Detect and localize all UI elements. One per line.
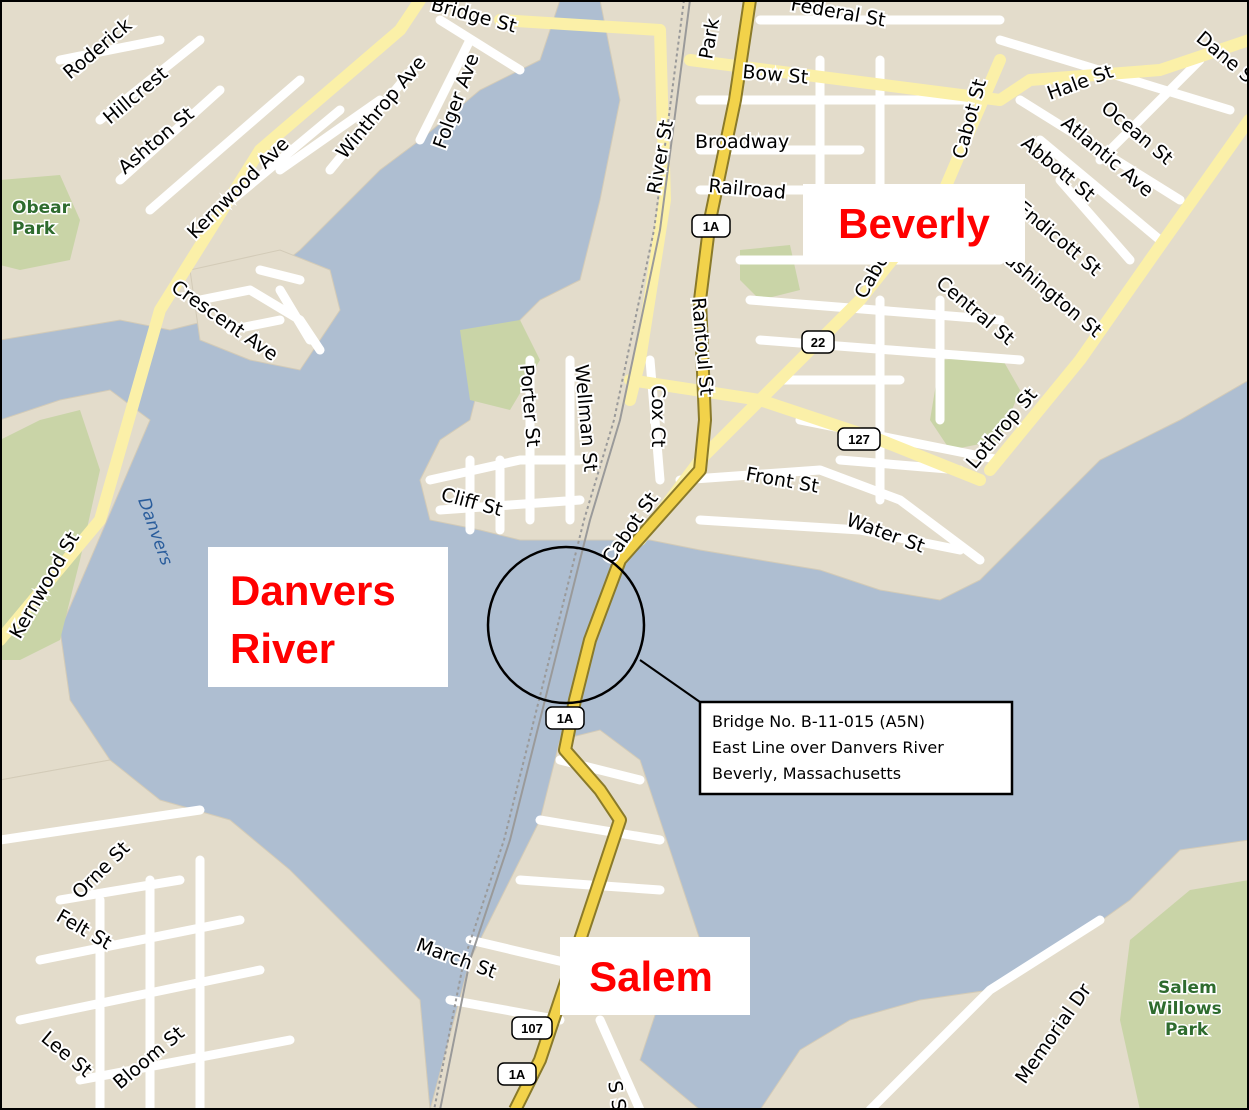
- callout-line: East Line over Danvers River: [712, 738, 944, 757]
- svg-text:107: 107: [521, 1021, 543, 1036]
- callout-line: Bridge No. B-11-015 (A5N): [712, 712, 925, 731]
- park-labels: Obear Park Salem Willows Park: [11, 197, 1224, 1042]
- shield-107: 107: [511, 1016, 553, 1040]
- railroad: [433, 0, 691, 1110]
- route-shields: 1A 22 127 1A 107 1A: [497, 214, 881, 1086]
- svg-text:127: 127: [848, 432, 870, 447]
- shield-1a-south: 1A: [497, 1062, 537, 1086]
- svg-text:1A: 1A: [557, 711, 574, 726]
- street-label: Broadway: [695, 131, 789, 153]
- svg-text:Beverly: Beverly: [838, 200, 990, 247]
- place-label-danvers-river: Danvers River: [208, 547, 448, 687]
- shield-1a-north: 1A: [691, 214, 731, 238]
- svg-text:22: 22: [811, 335, 825, 350]
- park-label: Obear: [12, 198, 71, 218]
- bridge-location-circle: [486, 545, 646, 705]
- local-streets: [0, 15, 1235, 1110]
- park-label: Park: [1165, 1020, 1209, 1040]
- svg-text:Danvers: Danvers: [230, 567, 396, 614]
- parks: [0, 175, 1249, 1110]
- svg-text:River: River: [230, 625, 335, 672]
- park-label: Willows: [1148, 999, 1222, 1019]
- bridge-callout: Bridge No. B-11-015 (A5N) East Line over…: [698, 700, 1014, 796]
- svg-text:Salem: Salem: [589, 953, 713, 1000]
- callout-line: Beverly, Massachusetts: [712, 764, 901, 783]
- shield-22: 22: [801, 330, 835, 354]
- park-label: Salem: [1158, 978, 1217, 998]
- shield-127: 127: [837, 427, 881, 451]
- place-label-beverly: Beverly: [803, 184, 1025, 262]
- svg-text:1A: 1A: [509, 1067, 526, 1082]
- shield-1a-bridge: 1A: [545, 706, 585, 730]
- place-label-salem: Salem: [560, 937, 750, 1015]
- svg-text:1A: 1A: [703, 219, 720, 234]
- park-label: Park: [12, 219, 56, 239]
- street-label: Cox Ct: [647, 385, 669, 447]
- callout-leader: [639, 659, 701, 703]
